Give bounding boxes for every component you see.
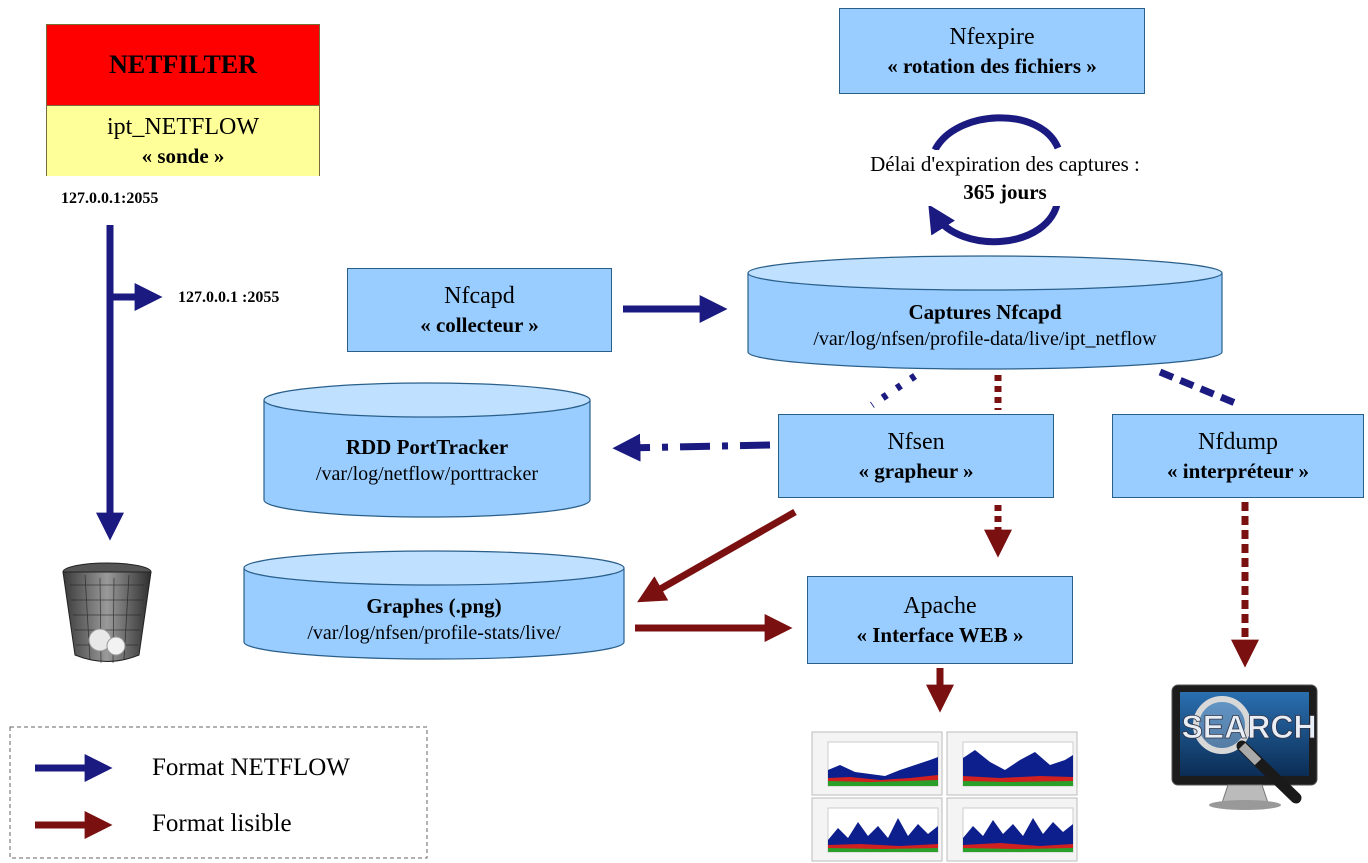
nfcapd-box: Nfcapd « collecteur » bbox=[347, 268, 612, 352]
nfdump-role: « interpréteur » bbox=[1167, 459, 1309, 483]
captures-title: Captures Nfcapd bbox=[908, 300, 1062, 324]
netfilter-box: NETFILTER ipt_NETFLOW « sonde » bbox=[46, 24, 320, 176]
arrow-captures-to-nfdump bbox=[1158, 368, 1242, 409]
porttracker-cylinder bbox=[263, 382, 591, 518]
graphes-path: /var/log/nfsen/profile-stats/live/ bbox=[307, 622, 561, 644]
graphes-cylinder bbox=[243, 550, 625, 660]
captures-label: Captures Nfcapd /var/log/nfsen/profile-d… bbox=[748, 290, 1222, 360]
nfsen-role: « grapheur » bbox=[858, 459, 974, 483]
search-word: SEARCH bbox=[1181, 709, 1316, 745]
search-monitor-icon: SEARCH bbox=[1171, 684, 1318, 810]
arrow-nfsen-to-graphes bbox=[637, 508, 797, 603]
porttracker-label: RDD PortTracker /var/log/netflow/porttra… bbox=[264, 422, 590, 497]
graphes-label: Graphes (.png) /var/log/nfsen/profile-st… bbox=[244, 588, 624, 650]
arrow-captures-to-nfsen bbox=[870, 373, 917, 408]
rotation-arc-bottom bbox=[928, 199, 1062, 246]
nfsen-box: Nfsen « grapheur » bbox=[778, 414, 1054, 498]
trash-icon bbox=[62, 562, 152, 664]
probe-address: 127.0.0.1:2055 bbox=[61, 190, 159, 207]
captures-path: /var/log/nfsen/profile-data/live/ipt_net… bbox=[813, 328, 1157, 350]
nfexpire-name: Nfexpire bbox=[949, 24, 1035, 50]
expiration-label: Délai d'expiration des captures : bbox=[870, 152, 1140, 176]
expiration-value: 365 jours bbox=[963, 180, 1047, 204]
expiration-note: Délai d'expiration des captures : 365 jo… bbox=[820, 150, 1190, 206]
graphes-title: Graphes (.png) bbox=[366, 594, 502, 618]
captures-cylinder bbox=[747, 255, 1223, 370]
arrow-nfsen-to-porttracker bbox=[612, 433, 771, 462]
nfcapd-name: Nfcapd bbox=[444, 283, 515, 309]
apache-name: Apache bbox=[903, 593, 977, 619]
legend-netflow-label: Format NETFLOW bbox=[152, 754, 350, 781]
nfcapd-role: « collecteur » bbox=[420, 313, 539, 337]
netfilter-title: NETFILTER bbox=[47, 25, 319, 105]
probe-role-label: « sonde » bbox=[141, 144, 225, 168]
nfdump-box: Nfdump « interpréteur » bbox=[1112, 414, 1364, 498]
apache-box: Apache « Interface WEB » bbox=[807, 576, 1073, 664]
porttracker-path: /var/log/netflow/porttracker bbox=[315, 462, 539, 485]
nfexpire-role: « rotation des fichiers » bbox=[887, 54, 1097, 78]
rotation-arc-top bbox=[931, 114, 1062, 152]
legend-lisible-label: Format lisible bbox=[152, 810, 292, 837]
apache-role: « Interface WEB » bbox=[856, 623, 1024, 647]
nfsen-name: Nfsen bbox=[887, 429, 945, 455]
nfexpire-box: Nfexpire « rotation des fichiers » bbox=[839, 8, 1145, 94]
probe-module-label: ipt_NETFLOW bbox=[107, 114, 259, 140]
porttracker-title: RDD PortTracker bbox=[345, 434, 509, 459]
collector-address: 127.0.0.1 :2055 bbox=[178, 289, 280, 306]
traffic-graphs-icon bbox=[811, 731, 1078, 862]
legend-frame bbox=[9, 726, 428, 859]
nfdump-name: Nfdump bbox=[1198, 429, 1278, 455]
